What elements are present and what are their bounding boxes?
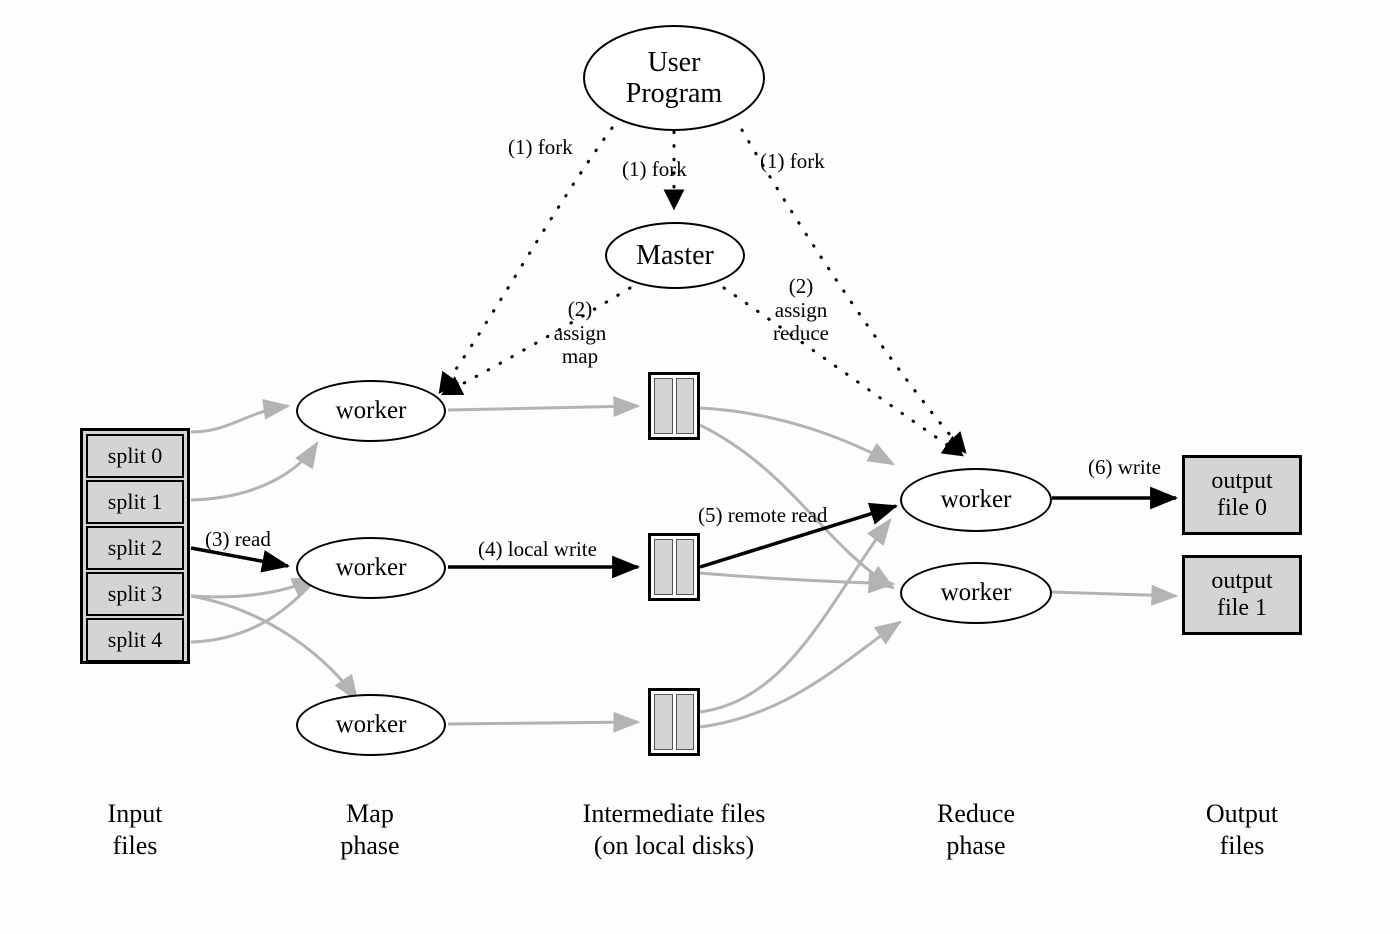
node-master[interactable]: Master [605, 222, 745, 289]
edge-split0-to-worker1 [190, 399, 291, 434]
intermediate-file-2[interactable] [648, 533, 700, 601]
edge-interfile1-to-reduce1 [699, 406, 896, 466]
node-reduce-worker-2[interactable]: worker [900, 562, 1052, 624]
label-fork-left: (1) fork [508, 135, 573, 159]
edge-reduce2-to-output1 [1051, 584, 1179, 606]
split-2-label: split 2 [107, 535, 163, 560]
edge-split3-to-worker3b [190, 594, 359, 702]
input-files-stack: split 0 split 1 split 2 split 3 split 4 [80, 428, 190, 664]
split-0-label: split 0 [107, 443, 163, 468]
label-read: (3) read [205, 527, 271, 551]
split-cell-4[interactable]: split 4 [86, 618, 184, 662]
intermediate-file-2-pane-left [654, 539, 673, 595]
intermediate-to-reduce-edges [699, 406, 902, 729]
node-map-worker-1[interactable]: worker [296, 380, 446, 442]
map-to-intermediate-edges [447, 396, 641, 733]
split-cell-1[interactable]: split 1 [86, 480, 184, 524]
intermediate-file-2-pane-right [675, 539, 694, 595]
edge-interfile3-to-reduce2 [699, 620, 902, 729]
intermediate-file-1[interactable] [648, 372, 700, 440]
phase-label-intermediate-files: Intermediate files(on local disks) [582, 799, 766, 860]
edge-worker3-to-interfile3 [447, 711, 641, 733]
node-map-worker-3[interactable]: worker [296, 694, 446, 756]
label-local-write: (4) local write [478, 537, 597, 561]
split-1-label: split 1 [107, 489, 163, 514]
intermediate-file-3-pane-left [654, 694, 673, 750]
intermediate-file-1-pane-right [675, 378, 694, 434]
split-cell-2[interactable]: split 2 [86, 526, 184, 570]
split-cell-0[interactable]: split 0 [86, 434, 184, 478]
split-cell-3[interactable]: split 3 [86, 572, 184, 616]
reduce-worker-1-label: worker [940, 486, 1012, 513]
intermediate-file-1-pane-left [654, 378, 673, 434]
edge-split1-to-worker1 [190, 440, 319, 502]
label-write: (6) write [1088, 455, 1161, 479]
intermediate-file-3-pane-right [675, 694, 694, 750]
split-3-label: split 3 [107, 581, 163, 606]
master-label: Master [636, 239, 714, 271]
fork-assign-dotted-edges [438, 126, 967, 457]
node-map-worker-2[interactable]: worker [296, 537, 446, 599]
split-4-label: split 4 [107, 627, 163, 652]
intermediate-file-3[interactable] [648, 688, 700, 756]
map-worker-3-label: worker [335, 711, 407, 738]
label-fork-center: (1) fork [622, 157, 687, 181]
edge-interfile2-to-reduce2 [699, 571, 896, 594]
label-remote-read: (5) remote read [698, 503, 828, 527]
map-worker-2-label: worker [335, 554, 407, 581]
edge-worker1-to-interfile1 [447, 396, 641, 418]
reduce-worker-2-label: worker [940, 579, 1012, 606]
label-fork-right: (1) fork [760, 149, 825, 173]
edge-split3-to-worker3 [190, 576, 320, 599]
node-reduce-worker-1[interactable]: worker [900, 468, 1052, 532]
edge-interfile3-to-reduce1 [699, 518, 892, 714]
map-worker-1-label: worker [335, 397, 407, 424]
